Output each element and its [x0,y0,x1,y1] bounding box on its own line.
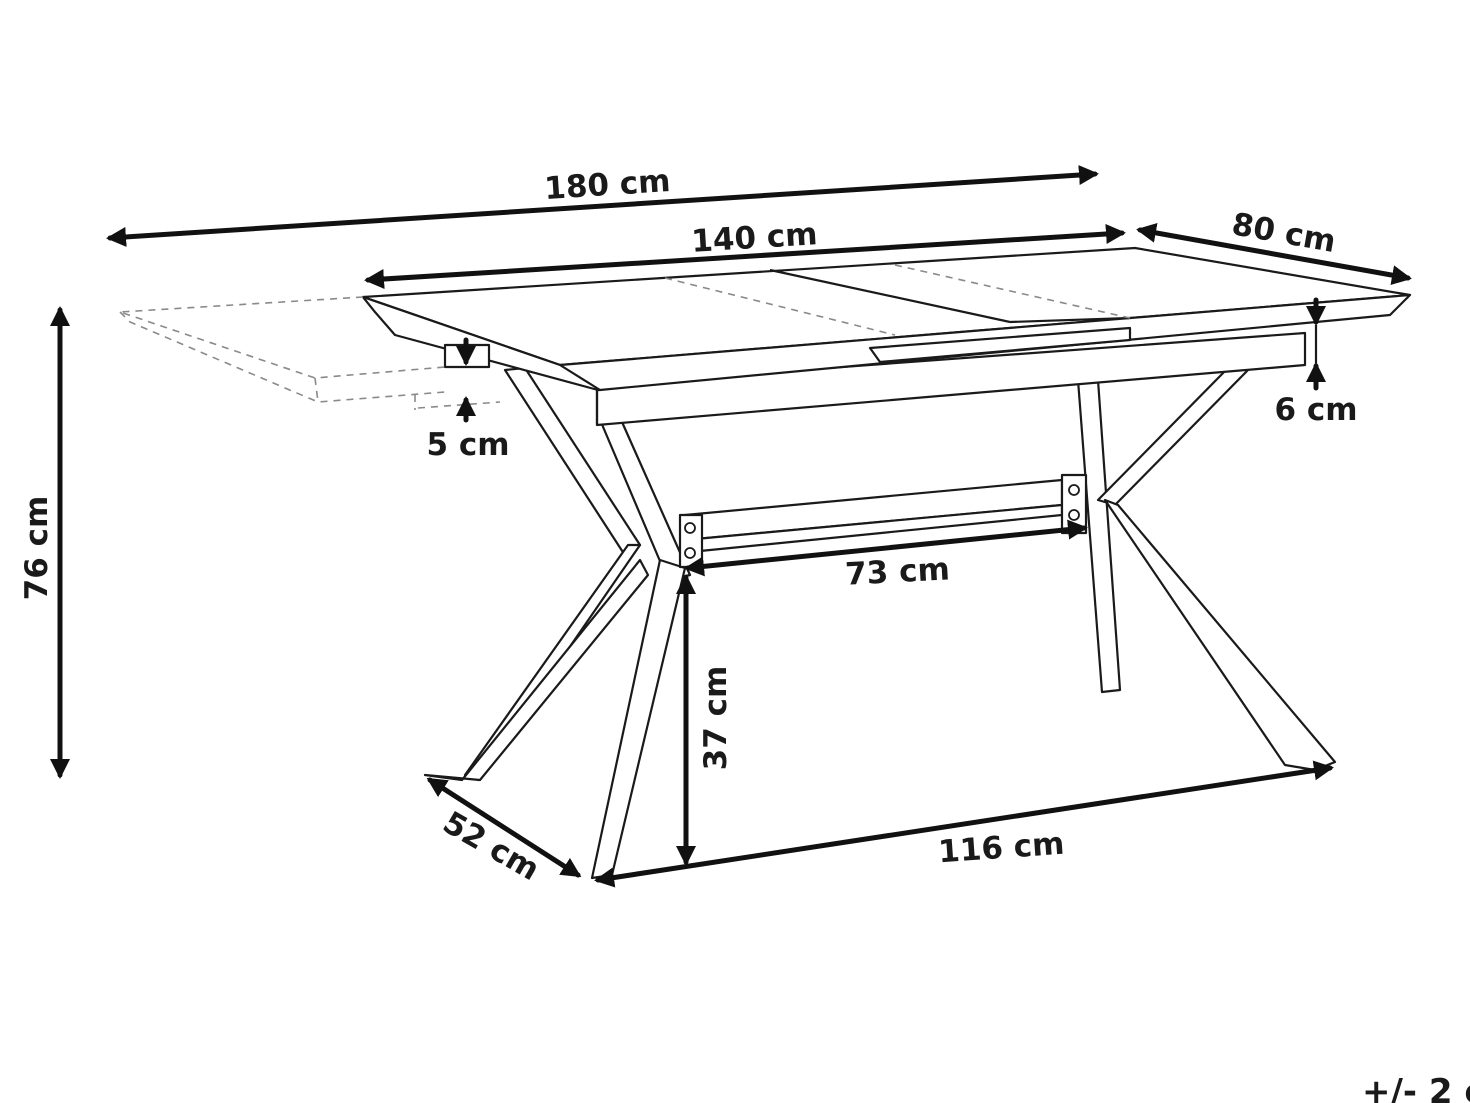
label-width: 80 cm [1229,206,1338,260]
label-extension-thickness: 5 cm [426,427,509,463]
label-clearance-height: 37 cm [698,666,734,771]
bracket-hole [684,547,696,559]
right-bracket [1060,473,1088,535]
dim-140-line [364,224,1126,289]
extension-leaf-dashed [417,401,501,409]
label-extended-length: 180 cm [543,163,671,207]
label-height: 76 cm [19,496,55,601]
extension-leaf-dashed [119,296,446,379]
right-leg-upper [1096,366,1250,507]
dim-80-line [1136,222,1412,286]
table-top-side-edge [361,295,602,392]
label-tolerance: +/- 2 cm [1362,1072,1470,1103]
extension-slot [868,326,1132,364]
left-leg-upper [596,413,692,582]
slot-edge [1009,316,1131,324]
left-foot [423,558,650,782]
right-leg-lower [1103,498,1337,772]
back-right-leg [1076,378,1122,694]
label-base-length: 140 cm [690,216,818,260]
dim-180-line [106,165,1099,247]
dim-116-line [594,760,1334,888]
bracket-hole [1068,484,1080,496]
bracket-hole [1068,509,1080,521]
extension-leaf-dashed [314,377,319,403]
label-top-thickness: 6 cm [1274,392,1357,428]
dimension-lines [50,165,1412,888]
label-foot-length: 116 cm [937,826,1065,871]
dim-52-line [426,777,582,878]
label-leg-spacing: 73 cm [844,551,950,592]
bracket-hole [684,522,696,534]
dim-73-line [684,519,1088,577]
